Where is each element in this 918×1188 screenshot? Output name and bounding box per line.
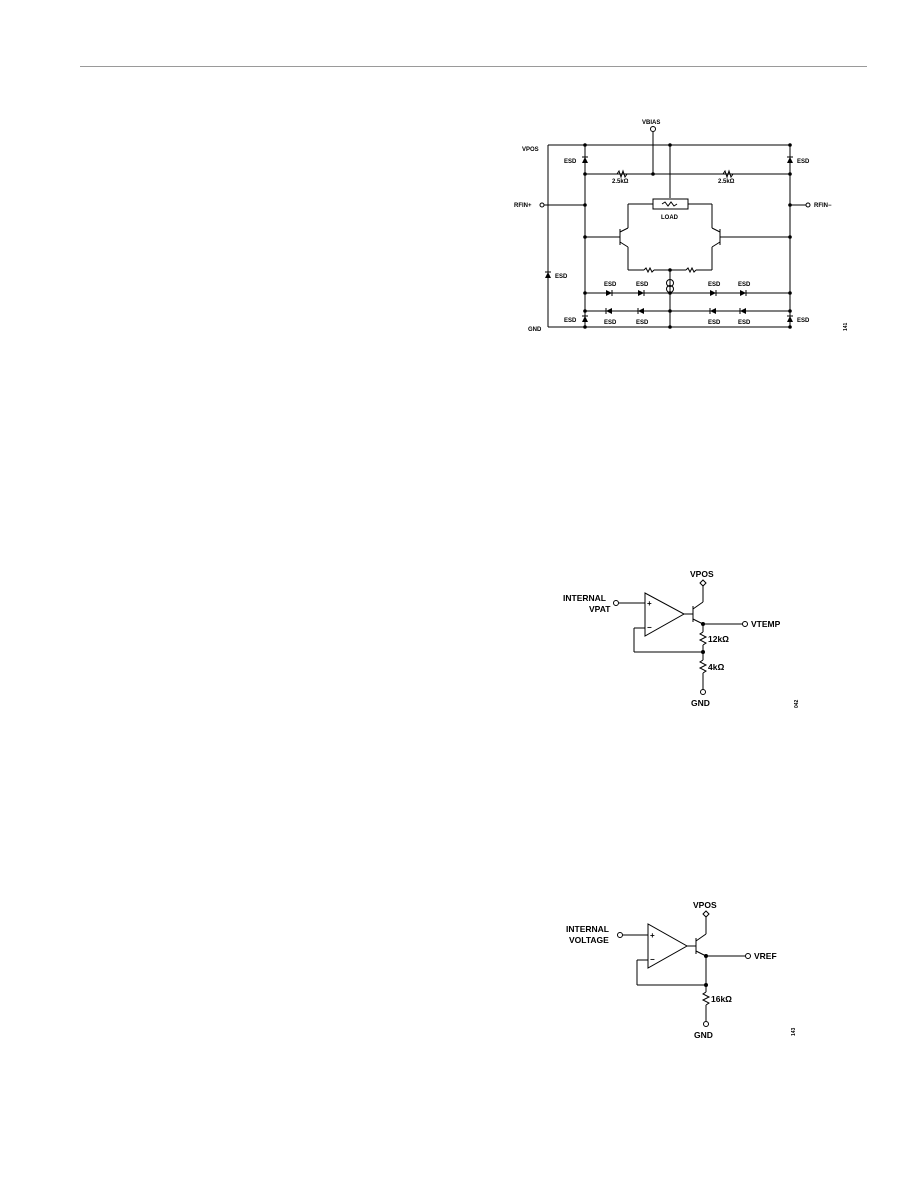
esd-label: ESD [564,318,577,324]
esd-label: ESD [738,320,751,326]
opamp-minus: − [647,623,652,632]
resistor-left-icon [616,169,628,179]
esd-label: ESD [604,282,617,288]
input-label-1: INTERNAL [563,593,606,603]
transistor-right-icon [711,227,790,270]
opamp-minus: − [650,955,655,964]
opamp-icon [647,923,689,969]
r-right-label: 2.5kΩ [718,179,735,185]
load-label: LOAD [661,215,679,221]
gnd-label: GND [694,1030,713,1040]
rfin-minus-label: RFIN− [814,203,832,209]
esd-label: ESD [738,282,751,288]
esd-label: ESD [708,320,721,326]
vpos-pin [699,579,707,587]
gnd-label: GND [528,327,542,333]
esd-label: ESD [797,318,810,324]
header-rule [80,66,867,67]
esd-label: ESD [636,282,649,288]
esd-diode-icon [606,290,747,296]
r-top-label: 12kΩ [708,634,729,644]
gnd-pin [700,689,706,695]
esd-diode-icon [605,308,746,314]
vtemp-label: VTEMP [751,619,781,629]
opamp-plus: + [650,931,655,940]
r-bottom-label: 4kΩ [708,662,724,672]
r-left-label: 2.5kΩ [612,179,629,185]
transistor-left-icon [585,227,629,270]
figure-id: 143 [791,1027,797,1036]
opamp-icon [644,592,686,637]
figure-id: 141 [843,322,849,331]
esd-label: ESD [564,159,577,165]
input-label-1: INTERNAL [566,924,609,934]
esd-label: ESD [797,159,810,165]
resistor-right-icon [722,169,734,179]
vref-pin [745,953,751,959]
vpos-pin [702,910,710,918]
vpos-label: VPOS [693,900,717,910]
esd-diode-icon [545,156,793,322]
r-label: 16kΩ [711,994,732,1004]
esd-label: ESD [604,320,617,326]
resistor-4k-icon [698,659,708,674]
esd-label: ESD [636,320,649,326]
figure-esd-input-circuit: VBIAS VPOS GND RFIN+ RFIN− 2.5kΩ 2.5kΩ L… [514,120,849,333]
opamp-plus: + [647,599,652,608]
junction-dots [583,143,792,329]
input-label-2: VPAT [589,604,611,614]
resistor-16k-icon [701,991,711,1006]
esd-label: ESD [708,282,721,288]
vpos-label: VPOS [522,147,539,153]
input-label-2: VOLTAGE [569,935,609,945]
gnd-pin [703,1021,709,1027]
transistor-icon [695,933,707,957]
transistor-icon [692,601,704,625]
vbias-pin [650,126,656,132]
rfin-plus-label: RFIN+ [514,203,532,209]
esd-label: ESD [555,274,568,280]
gnd-label: GND [691,698,710,708]
resistor-12k-icon [698,631,708,646]
rfin-plus-pin [539,202,545,208]
figure-id: 042 [794,699,800,708]
vref-label: VREF [754,951,777,961]
input-pin [613,600,619,606]
vtemp-pin [742,621,748,627]
vbias-label: VBIAS [642,120,660,126]
input-pin [617,932,623,938]
vpos-label: VPOS [690,569,714,579]
rfin-minus-pin [805,202,811,208]
